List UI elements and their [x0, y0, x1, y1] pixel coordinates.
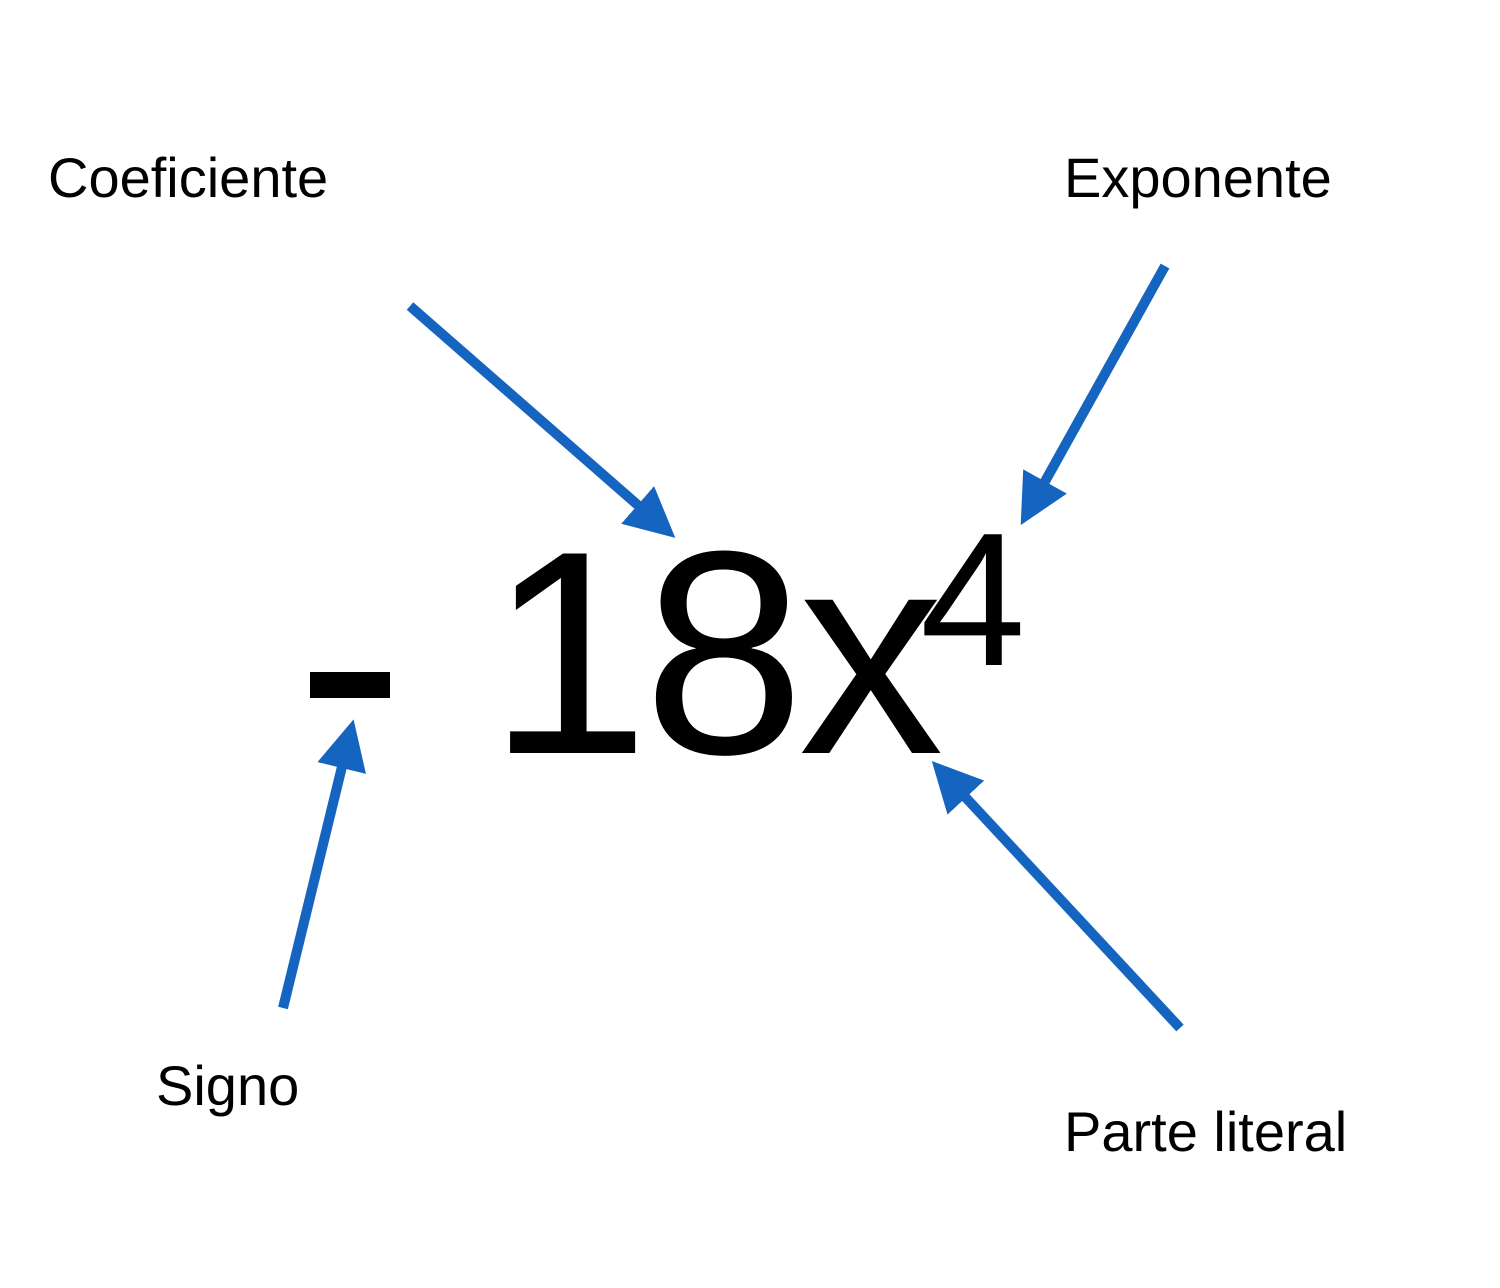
- arrow-signo-icon: [278, 719, 366, 1010]
- variable: x: [798, 491, 944, 815]
- arrow-parte-literal-icon: [931, 761, 1184, 1032]
- sign-minus: [310, 672, 390, 698]
- arrow-exponente-icon: [1020, 263, 1170, 526]
- label-coeficiente: Coeficiente: [48, 146, 329, 209]
- expression-body: 18x: [488, 508, 944, 798]
- label-parte-literal: Parte literal: [1064, 1100, 1348, 1163]
- exponent: 4: [920, 494, 1026, 706]
- arrow-coeficiente-icon: [406, 302, 676, 538]
- label-signo: Signo: [156, 1054, 300, 1117]
- coefficient: 18: [488, 491, 805, 815]
- label-exponente: Exponente: [1064, 146, 1332, 209]
